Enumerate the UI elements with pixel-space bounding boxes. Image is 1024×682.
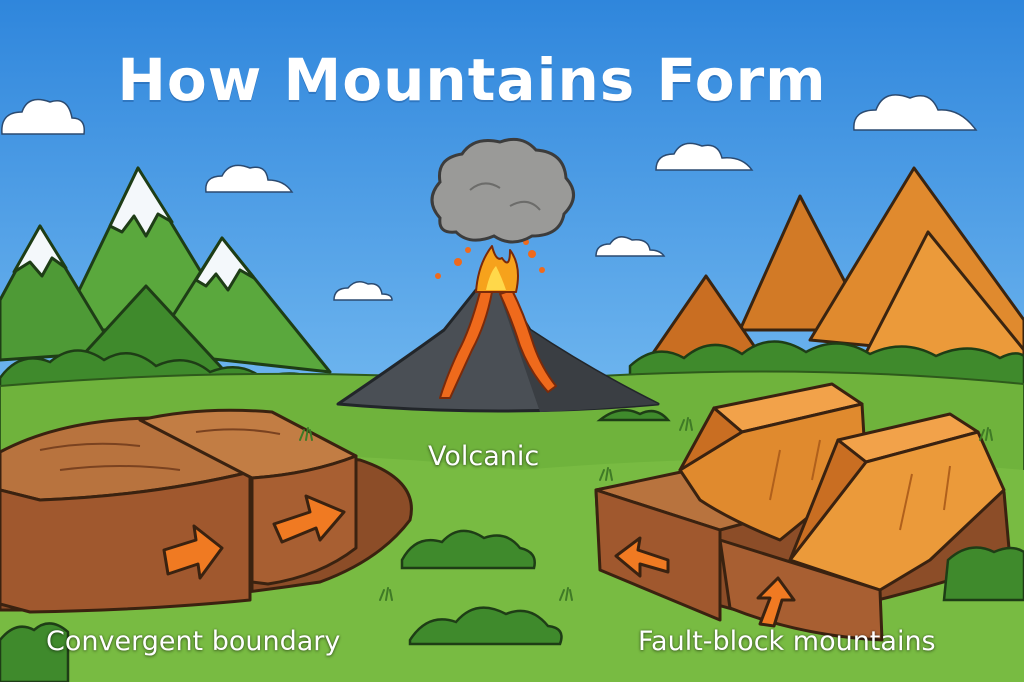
fault-arrow-left xyxy=(614,536,670,578)
label-convergent-boundary: Convergent boundary xyxy=(46,626,341,657)
lava-stream-left xyxy=(439,291,493,399)
snow-cap-right xyxy=(194,236,256,292)
snow-cap-back xyxy=(108,166,174,238)
convergent-arrow-left xyxy=(162,524,224,580)
convergent-arrow-right xyxy=(272,494,346,544)
cloud-right-top xyxy=(853,94,978,131)
fault-lower-slab xyxy=(718,538,884,642)
cloud-mid-left xyxy=(205,164,294,193)
cloud-right-mid xyxy=(655,142,754,171)
diagram-title: How Mountains Form xyxy=(117,46,827,114)
lava-stream-right xyxy=(499,289,557,393)
cloud-small-center xyxy=(333,281,393,301)
cloud-left xyxy=(1,98,85,135)
fault-arrow-up xyxy=(756,576,796,628)
fault-base-side xyxy=(594,488,722,622)
fault-block-left-side xyxy=(678,406,744,472)
label-fault-block-mountains: Fault-block mountains xyxy=(638,626,936,657)
cloud-small-mid xyxy=(595,236,666,257)
fault-block-mountains xyxy=(594,382,1012,642)
left-block-side xyxy=(0,470,252,614)
convergent-blocks xyxy=(0,408,413,614)
grass-tufts xyxy=(299,417,993,601)
label-volcanic: Volcanic xyxy=(428,441,540,472)
volcano xyxy=(336,239,660,413)
green-mountains xyxy=(0,166,332,394)
snow-cap-left xyxy=(12,224,68,278)
fault-block-right-side xyxy=(788,438,868,562)
smoke-cloud xyxy=(430,137,575,244)
